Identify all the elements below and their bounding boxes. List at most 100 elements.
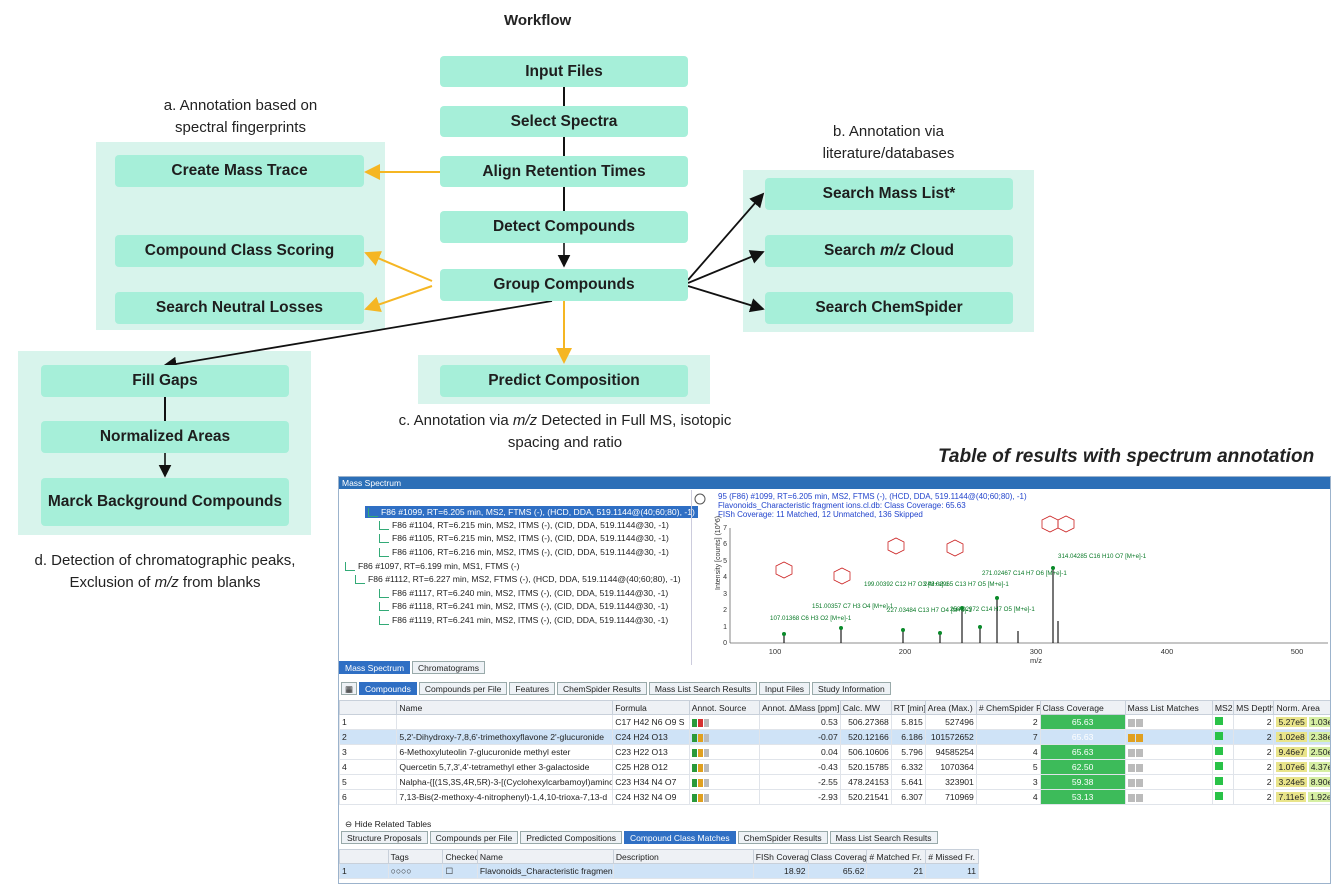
tab-features[interactable]: Features xyxy=(509,682,555,695)
source-swatch xyxy=(703,778,709,787)
tab-compounds[interactable]: Compounds xyxy=(359,682,417,695)
peak-label: 199.00392 C12 H7 O3 [M+e]-1 xyxy=(864,581,949,588)
col-header[interactable]: # ChemSpider Results xyxy=(975,700,1041,715)
source-swatch xyxy=(703,718,709,727)
col-header[interactable]: # Missed Fr. xyxy=(925,849,979,864)
tree-item[interactable]: F86 #1118, RT=6.241 min, MS2, ITMS (-), … xyxy=(379,600,668,612)
col-header[interactable]: # Matched Fr. xyxy=(866,849,927,864)
tree-item-label: F86 #1112, RT=6.227 min, MS2, FTMS (-), … xyxy=(368,574,681,584)
norm-area-value: 1.03e4 xyxy=(1308,717,1330,727)
col-header[interactable]: Area (Max.) xyxy=(924,700,977,715)
tree-item-selected[interactable]: F86 #1099, RT=6.205 min, MS2, FTMS (-), … xyxy=(365,506,698,518)
source-swatch xyxy=(691,778,697,787)
tree-item[interactable]: F86 #1105, RT=6.215 min, MS2, ITMS (-), … xyxy=(379,532,669,544)
tab-predicted-compositions[interactable]: Predicted Compositions xyxy=(520,831,622,844)
mass-list-matches-cell xyxy=(1124,789,1213,805)
x-tick: 100 xyxy=(769,647,782,656)
tab-chemspider-results[interactable]: ChemSpider Results xyxy=(556,682,647,695)
col-header[interactable]: MS2 xyxy=(1211,700,1235,715)
col-header[interactable]: Annot. ΔMass [ppm] xyxy=(758,700,841,715)
formula-cell: C23 H34 N4 O7 xyxy=(612,774,690,790)
tab-compounds-per-file[interactable]: Compounds per File xyxy=(429,831,519,844)
tab-mass-list-search-results[interactable]: Mass List Search Results xyxy=(648,682,757,695)
name-cell xyxy=(396,714,614,730)
chemspider-results-cell: 4 xyxy=(975,744,1041,760)
source-swatch xyxy=(691,793,697,802)
fish-cell: 18.92 xyxy=(752,863,809,879)
row-index: 6 xyxy=(339,789,398,805)
table-row[interactable]: 1 ○○○○ ☐ Flavonoids_Characteristic fragm… xyxy=(339,863,979,879)
source-swatch xyxy=(691,748,697,757)
tree-item[interactable]: F86 #1097, RT=6.199 min, MS1, FTMS (-) xyxy=(345,560,520,572)
source-swatch xyxy=(697,718,703,727)
tree-item[interactable]: F86 #1112, RT=6.227 min, MS2, FTMS (-), … xyxy=(355,573,681,585)
tab-mass-spectrum[interactable]: Mass Spectrum xyxy=(339,661,411,674)
tab-structure-proposals[interactable]: Structure Proposals xyxy=(341,831,428,844)
col-header[interactable]: Checked xyxy=(442,849,478,864)
tab-study-information[interactable]: Study Information xyxy=(812,682,891,695)
hide-related-toggle[interactable]: ⊖ Hide Related Tables xyxy=(345,819,432,829)
tree-item-label: F86 #1099, RT=6.205 min, MS2, FTMS (-), … xyxy=(381,507,695,517)
table-header: Name Formula Annot. Source Annot. ΔMass … xyxy=(339,700,1330,715)
col-header[interactable]: Description xyxy=(612,849,754,864)
norm-area-value: 4.37e3 xyxy=(1308,762,1330,772)
node-search-mass-list: Search Mass List* xyxy=(765,178,1013,210)
tree-item-label: F86 #1104, RT=6.215 min, MS2, ITMS (-), … xyxy=(392,520,669,530)
ms2-cell xyxy=(1211,774,1235,790)
tab-compounds-per-file[interactable]: Compounds per File xyxy=(418,682,508,695)
tab-chemspider-results[interactable]: ChemSpider Results xyxy=(737,831,828,844)
tree-item[interactable]: F86 #1117, RT=6.240 min, MS2, ITMS (-), … xyxy=(379,587,668,599)
tab-mass-list-search-results[interactable]: Mass List Search Results xyxy=(829,831,938,844)
grid-icon[interactable]: ▦ xyxy=(341,682,358,695)
structure-icon xyxy=(775,515,1075,585)
peak-label: 151.00357 C7 H3 O4 [M+e]-1 xyxy=(812,603,894,610)
calc-mw-cell: 506.27368 xyxy=(839,714,892,730)
rt-cell: 6.332 xyxy=(890,759,926,775)
annot-source-cell xyxy=(688,774,760,790)
tree-item[interactable]: F86 #1106, RT=6.216 min, MS2, ITMS (-), … xyxy=(379,546,669,558)
tab-chromatograms[interactable]: Chromatograms xyxy=(412,661,485,674)
x-tick: 200 xyxy=(899,647,912,656)
col-header[interactable]: Formula xyxy=(612,700,690,715)
chemspider-results-cell: 3 xyxy=(975,774,1041,790)
tree-item[interactable]: F86 #1119, RT=6.241 min, MS2, ITMS (-), … xyxy=(379,614,668,626)
chemspider-results-cell: 5 xyxy=(975,759,1041,775)
source-swatch xyxy=(703,733,709,742)
class-coverage-cell: 65.63 xyxy=(1039,744,1126,760)
checked-cell[interactable]: ☐ xyxy=(442,863,478,879)
col-header[interactable] xyxy=(339,700,398,715)
col-header[interactable]: Class Coverage xyxy=(807,849,868,864)
mass-list-swatch xyxy=(1135,733,1143,742)
col-header[interactable]: RT [min] xyxy=(890,700,926,715)
col-header[interactable] xyxy=(339,849,389,864)
source-swatch xyxy=(703,748,709,757)
col-header[interactable]: Calc. MW xyxy=(839,700,892,715)
col-header[interactable]: Mass List Matches xyxy=(1124,700,1213,715)
col-header[interactable]: FISh Coverage xyxy=(752,849,809,864)
row-index: 5 xyxy=(339,774,398,790)
col-header[interactable]: Name xyxy=(396,700,614,715)
col-header[interactable]: Annot. Source xyxy=(688,700,760,715)
col-header[interactable]: Tags xyxy=(387,849,444,864)
col-header[interactable]: MS Depth xyxy=(1233,700,1275,715)
ms-depth-cell: 2 xyxy=(1233,759,1275,775)
caption-a-line2: spectral fingerprints xyxy=(175,118,306,136)
name-cell: Flavonoids_Characteristic fragment i xyxy=(476,863,614,879)
col-header[interactable]: Class Coverage xyxy=(1039,700,1126,715)
tab-compound-class-matches[interactable]: Compound Class Matches xyxy=(623,831,736,844)
rt-cell: 5.641 xyxy=(890,774,926,790)
col-header[interactable]: Norm. Area xyxy=(1273,700,1330,715)
row-index: 4 xyxy=(339,759,398,775)
tab-input-files[interactable]: Input Files xyxy=(758,682,811,695)
col-header[interactable]: Name xyxy=(476,849,614,864)
arrow-to-mz-cloud xyxy=(687,250,765,284)
norm-area-value: 1.07e6 xyxy=(1276,762,1307,772)
tree-item[interactable]: F86 #1104, RT=6.215 min, MS2, ITMS (-), … xyxy=(379,519,669,531)
